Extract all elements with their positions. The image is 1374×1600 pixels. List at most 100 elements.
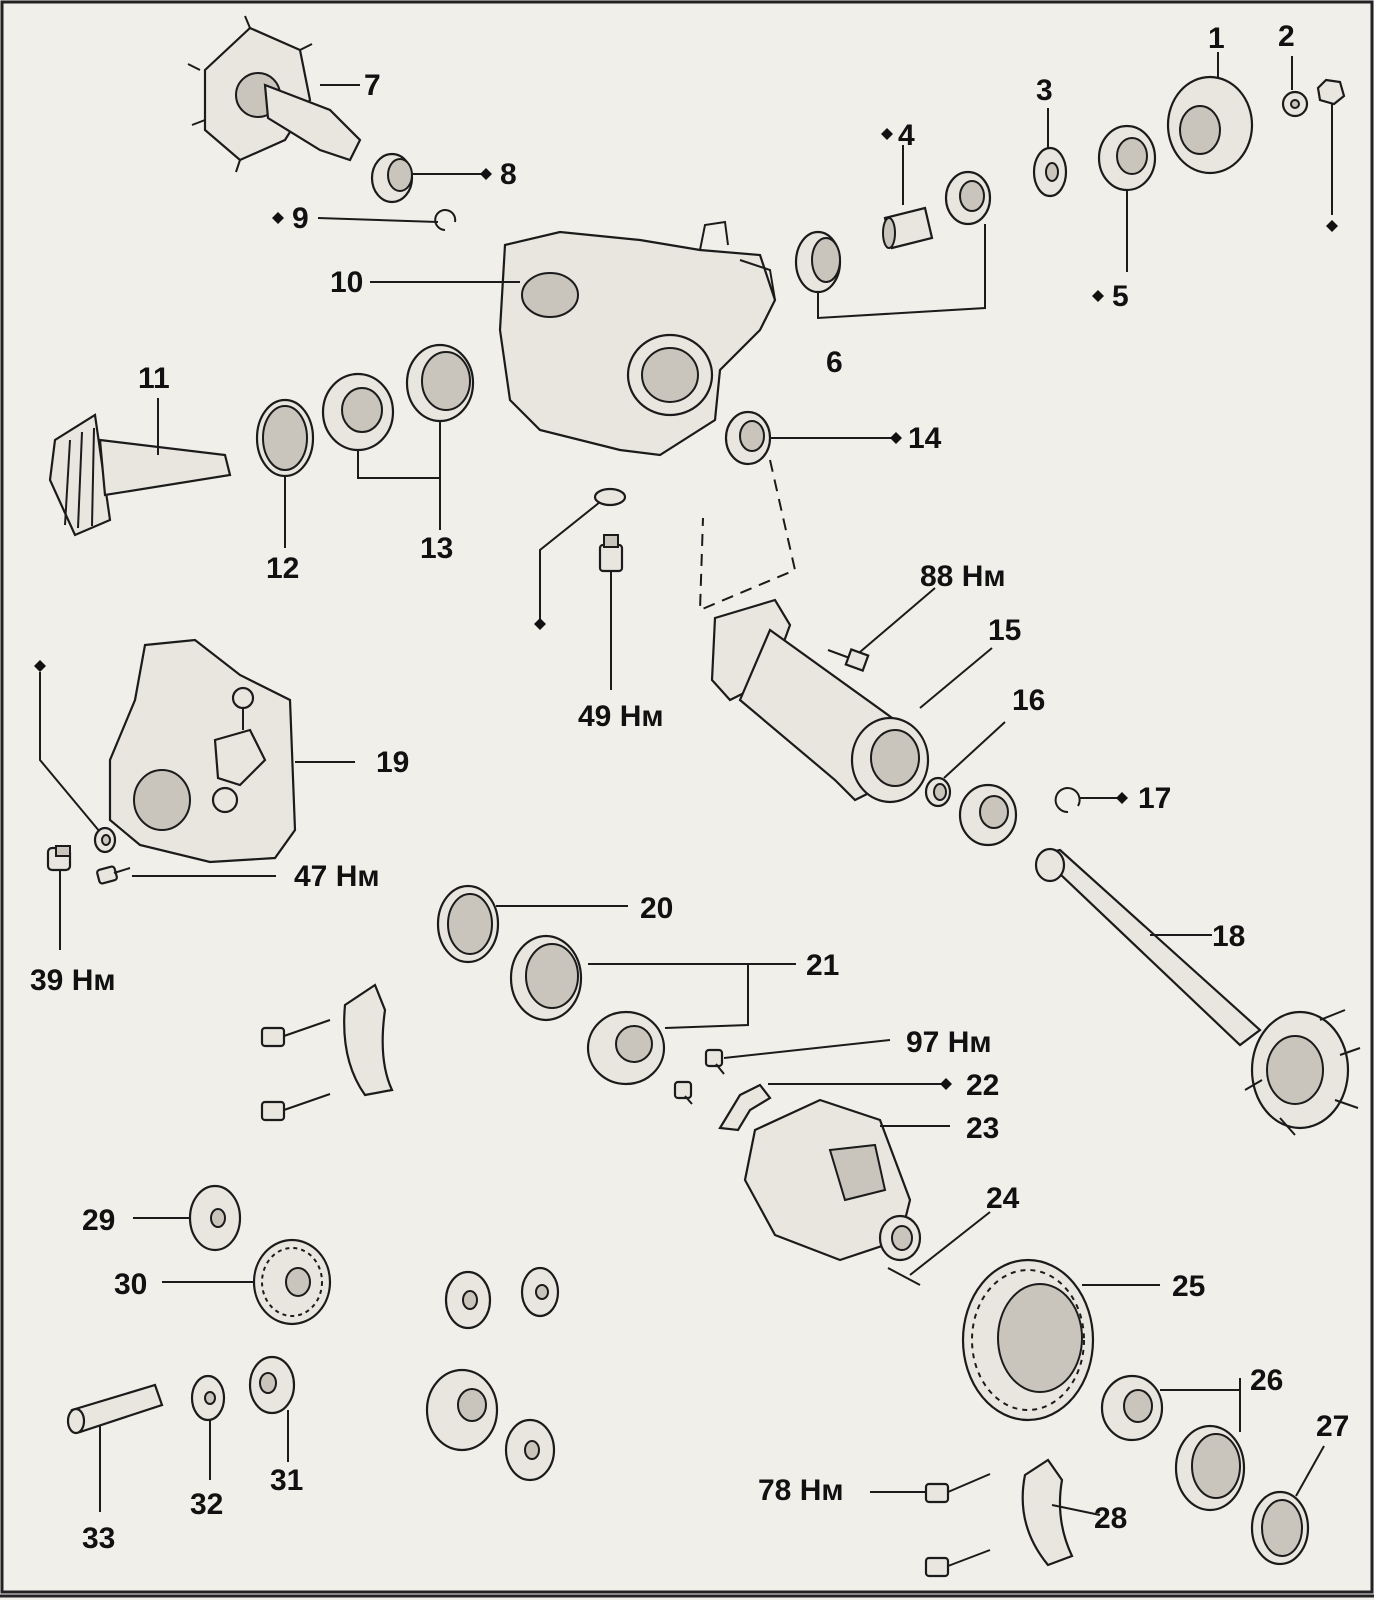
cap-bolt-upper bbox=[260, 1019, 331, 1048]
torque-47: 47 Нм bbox=[294, 860, 380, 893]
label-24: 24 bbox=[986, 1182, 1020, 1215]
label-15: 15 bbox=[988, 614, 1021, 647]
part-23-diff-case bbox=[743, 1098, 922, 1262]
label-20: 20 bbox=[640, 892, 673, 925]
part-5-front-seal bbox=[1097, 124, 1157, 192]
part-6-bearing-cone bbox=[944, 170, 992, 226]
label-29: 29 bbox=[82, 1204, 115, 1237]
part-26-bearing-race bbox=[1174, 1424, 1246, 1512]
bolt-78nm bbox=[924, 1473, 991, 1504]
torque-97: 97 Нм bbox=[906, 1026, 992, 1059]
diamond-icon bbox=[34, 660, 46, 672]
label-17: 17 bbox=[1138, 782, 1171, 815]
part-15-axle-tube bbox=[710, 598, 930, 804]
diamond-icon bbox=[272, 212, 284, 224]
bolt-47nm bbox=[96, 865, 131, 885]
diamond-icon bbox=[1116, 792, 1128, 804]
part-21-bearing-race bbox=[509, 934, 583, 1022]
label-2: 2 bbox=[1278, 20, 1295, 53]
diamond-icon bbox=[940, 1078, 952, 1090]
label-27: 27 bbox=[1316, 1410, 1349, 1443]
part-4-spacer bbox=[882, 206, 934, 250]
part-24-pin bbox=[887, 1267, 921, 1286]
part-6-bearing-race bbox=[794, 230, 842, 294]
part-18-axle-shaft bbox=[1034, 847, 1361, 1136]
label-19: 19 bbox=[376, 746, 409, 779]
label-10: 10 bbox=[330, 266, 363, 299]
part-19-rear-cover bbox=[108, 638, 297, 864]
label-11: 11 bbox=[138, 362, 170, 395]
label-23: 23 bbox=[966, 1112, 999, 1145]
label-32: 32 bbox=[190, 1488, 223, 1521]
part-13-rear-bearing bbox=[321, 372, 395, 452]
side-gear-mirror bbox=[425, 1368, 499, 1452]
label-31: 31 bbox=[270, 1464, 303, 1497]
part-22-lock-plate bbox=[718, 1083, 772, 1132]
torque-78: 78 Нм bbox=[758, 1474, 844, 1507]
washer-mirror bbox=[504, 1418, 556, 1482]
part-7-flange bbox=[187, 15, 362, 173]
label-1: 1 bbox=[1208, 22, 1225, 55]
part-25-ring-gear bbox=[961, 1258, 1095, 1422]
bolt-88nm bbox=[827, 647, 870, 673]
label-3: 3 bbox=[1036, 74, 1053, 107]
label-26: 26 bbox=[1250, 1364, 1283, 1397]
label-18: 18 bbox=[1212, 920, 1245, 953]
part-17-snap-ring bbox=[1054, 787, 1081, 814]
part-33-pinion-shaft bbox=[66, 1383, 164, 1435]
label-12: 12 bbox=[266, 552, 299, 585]
cap-bolt-lower bbox=[260, 1093, 331, 1122]
part-3-washer bbox=[1032, 146, 1068, 198]
label-13: 13 bbox=[420, 532, 453, 565]
part-10-carrier-housing bbox=[498, 220, 777, 457]
bolt-97nm bbox=[704, 1048, 725, 1075]
label-14: 14 bbox=[908, 422, 942, 455]
drain-plug bbox=[598, 534, 624, 573]
thrust-washer-mirror bbox=[520, 1266, 560, 1318]
drain-plug-washer bbox=[593, 487, 627, 507]
cap-bolt-bottom bbox=[924, 1549, 991, 1578]
label-8: 8 bbox=[500, 158, 517, 191]
part-28-bearing-cap bbox=[1021, 1458, 1074, 1567]
diamond-icon bbox=[881, 128, 893, 140]
label-33: 33 bbox=[82, 1522, 115, 1555]
diamond-icon bbox=[1326, 220, 1338, 232]
alignment-dash-lines bbox=[698, 459, 797, 612]
part-31-pinion-gear bbox=[248, 1355, 296, 1415]
part-11-drive-pinion bbox=[48, 413, 232, 537]
part-9-snap-ring bbox=[434, 209, 457, 231]
label-9: 9 bbox=[292, 202, 309, 235]
label-22: 22 bbox=[966, 1069, 999, 1102]
part-nut bbox=[1316, 78, 1346, 106]
label-6: 6 bbox=[826, 346, 843, 379]
part-13-bearing-race bbox=[405, 343, 475, 423]
part-1-companion-flange bbox=[1166, 75, 1254, 175]
part-14-side-seal bbox=[724, 410, 772, 466]
label-4: 4 bbox=[898, 119, 915, 152]
label-7: 7 bbox=[364, 69, 381, 102]
diamond-icon bbox=[480, 168, 492, 180]
label-21: 21 bbox=[806, 949, 839, 982]
lock-bolt bbox=[673, 1080, 693, 1105]
label-30: 30 bbox=[114, 1268, 147, 1301]
diamond-icon bbox=[1092, 290, 1104, 302]
diamond-icon bbox=[890, 432, 902, 444]
axle-bearing bbox=[958, 783, 1018, 847]
part-2-washer bbox=[1281, 90, 1309, 118]
label-25: 25 bbox=[1172, 1270, 1205, 1303]
label-5: 5 bbox=[1112, 280, 1129, 313]
part-26-bearing-cone bbox=[1100, 1374, 1164, 1442]
part-30-side-gear bbox=[252, 1238, 332, 1326]
fill-plug-39nm bbox=[46, 845, 72, 872]
label-28: 28 bbox=[1094, 1502, 1127, 1535]
torque-39: 39 Нм bbox=[30, 964, 116, 997]
part-21-bearing-cone bbox=[586, 1010, 666, 1086]
label-16: 16 bbox=[1012, 684, 1045, 717]
part-8-oil-seal bbox=[370, 152, 414, 204]
pinion-gear-mirror bbox=[444, 1270, 492, 1330]
torque-49: 49 Нм bbox=[578, 700, 664, 733]
bearing-cap-left bbox=[343, 983, 394, 1097]
torque-88: 88 Нм bbox=[920, 560, 1006, 593]
